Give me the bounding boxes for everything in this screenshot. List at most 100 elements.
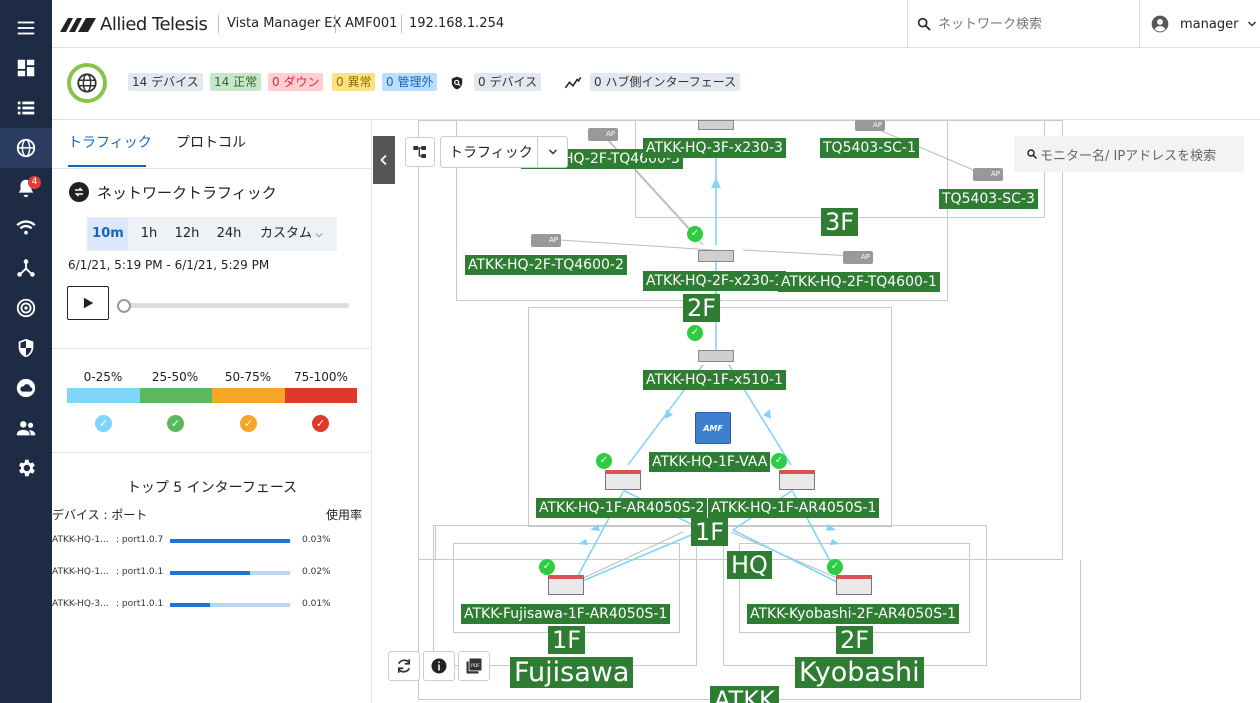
node-label[interactable]: ATKK-HQ-1F-VAA xyxy=(649,452,771,472)
legend-label-25-50: 25-50% xyxy=(151,370,199,384)
node-label[interactable]: ATKK-Fujisawa-1F-AR4050S-1 xyxy=(461,604,671,624)
layout-tree-button[interactable] xyxy=(405,137,435,167)
node-label[interactable]: ATKK-HQ-2F-TQ4600-2 xyxy=(465,255,627,275)
row-device: ATKK-HQ-1... xyxy=(52,567,109,577)
node-label[interactable]: TQ5403-SC-3 xyxy=(939,189,1038,209)
radar-icon[interactable] xyxy=(0,288,52,328)
legend-label-0-25: 0-25% xyxy=(83,370,123,384)
monitor-search[interactable]: モニター名/ IPアドレスを検索 xyxy=(1014,136,1244,172)
range-24h[interactable]: 24h xyxy=(216,226,242,241)
node-label[interactable]: ATKK-HQ-3F-x230-3 xyxy=(643,138,786,158)
access-point-icon[interactable]: AP xyxy=(531,234,561,247)
group-label-atkk: ATKK xyxy=(710,686,779,703)
node-label[interactable]: ATKK-Kyobashi-2F-AR4050S-1 xyxy=(747,604,960,624)
top5-title: トップ 5 インターフェース xyxy=(126,480,298,496)
node-label[interactable]: ATKK-HQ-2F-TQ4600-1 xyxy=(778,272,940,292)
monitor-search-placeholder: モニター名/ IPアドレスを検索 xyxy=(1040,148,1217,164)
chevron-down-icon xyxy=(548,149,557,155)
network-search xyxy=(907,0,1139,48)
switch-icon[interactable] xyxy=(698,350,734,362)
switch-icon[interactable] xyxy=(698,250,734,262)
refresh-button[interactable] xyxy=(388,651,420,681)
timeline-slider-handle[interactable] xyxy=(117,299,131,313)
play-button[interactable] xyxy=(67,286,109,320)
settings-gear-icon[interactable] xyxy=(0,448,52,488)
group-label-hq: HQ xyxy=(727,551,772,579)
range-custom[interactable]: カスタム ⌵ xyxy=(256,218,332,250)
list-icon[interactable] xyxy=(0,88,52,128)
table-row[interactable]: ATKK-HQ-3... : port1.0.1 0.01% xyxy=(52,599,372,613)
group-label-kyobashi: Kyobashi xyxy=(795,657,924,688)
ap-tag: AP xyxy=(872,121,882,129)
range-1h[interactable]: 1h xyxy=(140,226,158,241)
row-usage: 0.01% xyxy=(302,599,331,609)
router-icon[interactable] xyxy=(779,470,815,490)
brand-logo: Allied Telesis xyxy=(60,13,208,35)
alerts-icon[interactable]: 4 xyxy=(0,168,52,208)
view-mode-value: トラフィック xyxy=(449,145,533,161)
play-icon xyxy=(83,297,94,309)
cloud-icon[interactable] xyxy=(0,368,52,408)
unmanaged-devices-badge[interactable]: 0 管理外 xyxy=(382,73,438,91)
row-usage: 0.02% xyxy=(302,567,331,577)
export-pdf-button[interactable]: PDF xyxy=(458,651,490,681)
security-shield-icon[interactable] xyxy=(0,328,52,368)
network-map-icon[interactable] xyxy=(0,128,52,168)
router-icon[interactable] xyxy=(605,470,641,490)
amf-tag: AMF xyxy=(703,423,723,433)
range-10m[interactable]: 10m xyxy=(88,218,128,250)
amf-controller-icon[interactable]: AMF xyxy=(695,412,731,444)
access-point-icon[interactable]: AP xyxy=(843,251,873,264)
menu-icon[interactable] xyxy=(0,8,52,48)
node-label[interactable]: TQ5403-SC-1 xyxy=(820,138,919,158)
switch-icon[interactable] xyxy=(698,120,734,130)
tree-layout-icon xyxy=(413,146,426,158)
node-label[interactable]: ATKK-HQ-1F-x510-1 xyxy=(643,370,786,390)
timeline-track[interactable] xyxy=(125,303,349,308)
status-ok-icon: ✓ xyxy=(827,559,843,575)
table-row[interactable]: ATKK-HQ-1... : port1.0.7 0.03% xyxy=(52,535,372,549)
wifi-icon[interactable] xyxy=(0,208,52,248)
left-nav: 4 xyxy=(0,0,52,703)
range-12h[interactable]: 12h xyxy=(174,226,200,241)
table-row[interactable]: ATKK-HQ-1... : port1.0.1 0.02% xyxy=(52,567,372,581)
router-icon[interactable] xyxy=(836,575,872,595)
access-point-icon[interactable]: AP xyxy=(588,128,618,141)
access-point-icon[interactable]: AP xyxy=(973,168,1003,181)
tab-protocol[interactable]: プロトコル xyxy=(176,135,246,151)
security-devices-badge[interactable]: 0 デバイス xyxy=(474,73,542,91)
pdf-icon: PDF xyxy=(466,658,482,674)
info-button[interactable] xyxy=(423,651,455,681)
usage-bar-track xyxy=(170,603,290,607)
node-label[interactable]: ATKK-HQ-1F-AR4050S-1 xyxy=(708,498,880,518)
user-menu[interactable]: manager xyxy=(1139,0,1260,48)
users-icon[interactable] xyxy=(0,408,52,448)
node-label[interactable]: ATKK-HQ-1F-AR4050S-2 xyxy=(536,498,708,518)
legend-label-50-75: 50-75% xyxy=(224,370,272,384)
range-custom-label: カスタム xyxy=(260,226,313,241)
security-shield-icon xyxy=(451,76,463,90)
network-traffic-title: ネットワークトラフィック xyxy=(97,184,277,202)
status-ok-icon: ✓ xyxy=(687,325,703,341)
access-point-icon[interactable]: AP xyxy=(855,120,885,131)
total-devices-badge[interactable]: 14 デバイス xyxy=(128,73,203,91)
tab-traffic[interactable]: トラフィック xyxy=(68,135,152,151)
hub-interface-badge[interactable]: 0 ハブ側インターフェース xyxy=(590,73,741,91)
brand-name: Allied Telesis xyxy=(100,13,208,35)
dashboard-icon[interactable] xyxy=(0,48,52,88)
view-mode-select[interactable]: トラフィック xyxy=(440,136,568,168)
row-port: : port1.0.7 xyxy=(116,535,164,545)
router-icon[interactable] xyxy=(548,575,584,595)
network-map[interactable]: AP AP AP AP AP AMF ✓ ✓ ✓ ✓ ✓ ✓ ATKK-HQ-2… xyxy=(373,120,1260,703)
network-search-input[interactable] xyxy=(938,16,1128,32)
down-devices-badge[interactable]: 0 ダウン xyxy=(268,73,324,91)
time-range-text: 6/1/21, 5:19 PM - 6/1/21, 5:29 PM xyxy=(68,258,270,272)
abnormal-devices-badge[interactable]: 0 異常 xyxy=(332,73,376,91)
normal-devices-badge[interactable]: 14 正常 xyxy=(210,73,262,91)
topology-icon[interactable] xyxy=(0,248,52,288)
node-label[interactable]: ATKK-HQ-2F-x230-1 xyxy=(643,271,786,291)
row-port: : port1.0.1 xyxy=(116,567,164,577)
refresh-icon xyxy=(397,659,411,673)
collapse-panel-button[interactable] xyxy=(373,136,395,184)
swap-traffic-icon xyxy=(69,182,89,202)
